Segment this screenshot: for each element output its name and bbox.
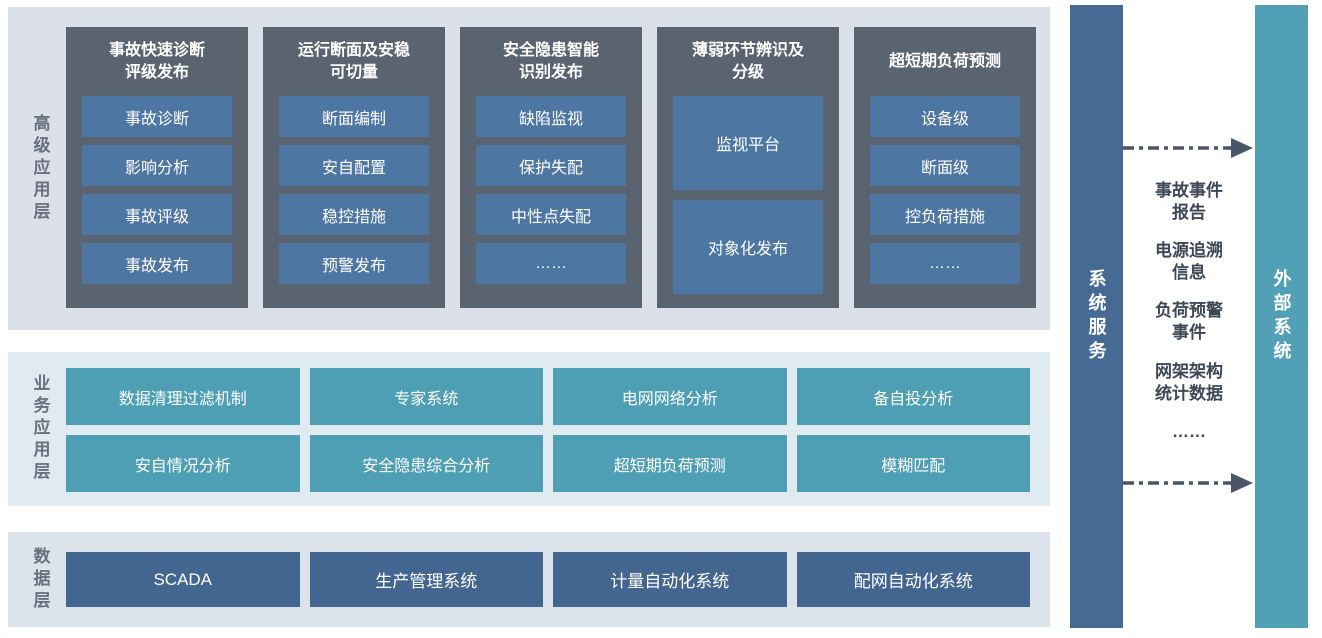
external-system-bar-label: 外部系统 — [1271, 268, 1292, 365]
column-operation-section: 运行断面及安稳 可切量 断面编制 安自配置 稳控措施 预警发布 — [263, 27, 445, 308]
app-item: 事故评级 — [82, 194, 232, 235]
app-item: 缺陷监视 — [476, 96, 626, 137]
external-system-bar: 外部系统 — [1255, 5, 1308, 628]
business-item: 数据清理过滤机制 — [66, 368, 300, 425]
data-source-item: SCADA — [66, 552, 300, 607]
business-application-layer-band: 业务应用层 数据清理过滤机制 专家系统 电网网络分析 备自投分析 安自情况分析 … — [8, 352, 1050, 506]
advanced-columns: 事故快速诊断 评级发布 事故诊断 影响分析 事故评级 事故发布 运行断面及安稳 … — [66, 27, 1036, 308]
business-item: 安自情况分析 — [66, 435, 300, 492]
app-item: 事故发布 — [82, 243, 232, 284]
exchange-item: 事故事件 报告 — [1155, 181, 1223, 223]
app-item: 影响分析 — [82, 145, 232, 186]
data-grid: SCADA 生产管理系统 计量自动化系统 配网自动化系统 — [66, 552, 1030, 607]
column-title: 运行断面及安稳 可切量 — [297, 41, 410, 81]
app-item: 安自配置 — [279, 145, 429, 186]
business-item: 超短期负荷预测 — [553, 435, 787, 492]
column-load-forecast: 超短期负荷预测 设备级 断面级 控负荷措施 …… — [854, 27, 1036, 308]
system-service-bar-label: 系统服务 — [1086, 268, 1107, 365]
column-items: 设备级 断面级 控负荷措施 …… — [854, 96, 1036, 284]
data-flow-arrow-top — [1123, 138, 1253, 158]
system-service-bar: 系统服务 — [1070, 5, 1123, 628]
column-items: 监视平台 对象化发布 — [657, 96, 839, 294]
exchange-item-ellipsis: …… — [1172, 421, 1206, 441]
app-item: 稳控措施 — [279, 194, 429, 235]
app-item: 事故诊断 — [82, 96, 232, 137]
business-layer-label: 业务应用层 — [20, 352, 60, 506]
data-source-item: 配网自动化系统 — [796, 552, 1030, 607]
app-item: …… — [870, 243, 1020, 284]
exchange-zone: 事故事件 报告 电源追溯 信息 负荷预警 事件 网架架构 统计数据 …… — [1123, 0, 1255, 638]
column-title: 超短期负荷预测 — [888, 52, 1001, 70]
exchange-item: 电源追溯 信息 — [1155, 241, 1223, 283]
advanced-layer-label-text: 高级应用层 — [30, 113, 50, 224]
exchange-item-list: 事故事件 报告 电源追溯 信息 负荷预警 事件 网架架构 统计数据 …… — [1123, 180, 1255, 443]
column-items: 事故诊断 影响分析 事故评级 事故发布 — [66, 96, 248, 284]
column-hidden-danger: 安全隐患智能 识别发布 缺陷监视 保护失配 中性点失配 …… — [460, 27, 642, 308]
data-source-item: 计量自动化系统 — [553, 552, 787, 607]
data-layer-band: 数据层 SCADA 生产管理系统 计量自动化系统 配网自动化系统 — [8, 532, 1050, 627]
data-flow-arrow-bottom — [1123, 473, 1253, 493]
advanced-application-layer-band: 高级应用层 事故快速诊断 评级发布 事故诊断 影响分析 事故评级 事故发布 运行… — [8, 7, 1050, 330]
business-item: 电网网络分析 — [553, 368, 787, 425]
business-grid: 数据清理过滤机制 专家系统 电网网络分析 备自投分析 安自情况分析 安全隐患综合… — [66, 368, 1030, 492]
column-title: 薄弱环节辨识及 分级 — [691, 41, 804, 81]
app-item: …… — [476, 243, 626, 284]
exchange-item: 网架架构 统计数据 — [1155, 361, 1223, 403]
column-title: 安全隐患智能 识别发布 — [502, 41, 599, 81]
business-item: 模糊匹配 — [796, 435, 1030, 492]
data-layer-label: 数据层 — [20, 532, 60, 627]
exchange-item: 负荷预警 事件 — [1155, 301, 1223, 343]
data-source-item: 生产管理系统 — [309, 552, 543, 607]
business-item: 备自投分析 — [796, 368, 1030, 425]
app-item: 对象化发布 — [673, 200, 823, 294]
column-title: 事故快速诊断 评级发布 — [108, 41, 205, 81]
business-item: 安全隐患综合分析 — [309, 435, 543, 492]
column-items: 断面编制 安自配置 稳控措施 预警发布 — [263, 96, 445, 284]
app-item: 监视平台 — [673, 96, 823, 190]
advanced-layer-label: 高级应用层 — [20, 7, 60, 330]
column-weak-link: 薄弱环节辨识及 分级 监视平台 对象化发布 — [657, 27, 839, 308]
app-item: 预警发布 — [279, 243, 429, 284]
app-item: 设备级 — [870, 96, 1020, 137]
app-item: 保护失配 — [476, 145, 626, 186]
data-layer-label-text: 数据层 — [30, 546, 50, 613]
business-item: 专家系统 — [309, 368, 543, 425]
column-items: 缺陷监视 保护失配 中性点失配 …… — [460, 96, 642, 284]
app-item: 中性点失配 — [476, 194, 626, 235]
app-item: 断面级 — [870, 145, 1020, 186]
app-item: 控负荷措施 — [870, 194, 1020, 235]
column-accident-diagnosis: 事故快速诊断 评级发布 事故诊断 影响分析 事故评级 事故发布 — [66, 27, 248, 308]
business-layer-label-text: 业务应用层 — [30, 374, 50, 484]
app-item: 断面编制 — [279, 96, 429, 137]
